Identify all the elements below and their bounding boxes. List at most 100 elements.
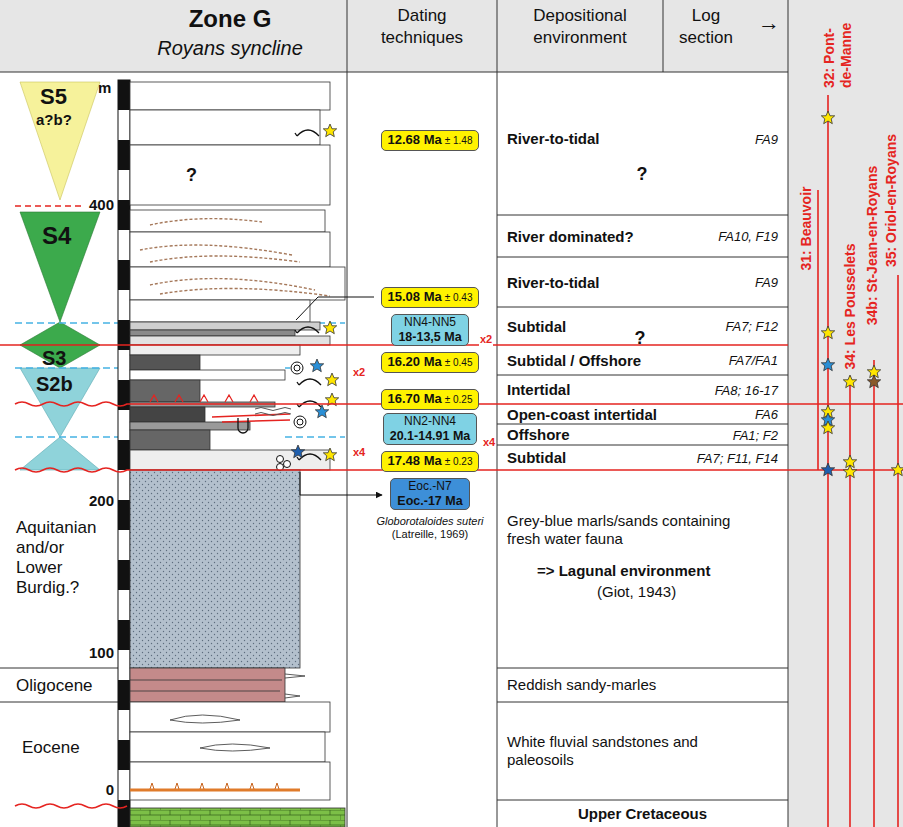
environment-name: River-to-tidal: [507, 274, 600, 291]
environment-band: Grey-blue marls/sands containing fresh w…: [497, 470, 788, 668]
environment-name: River dominated?: [507, 228, 634, 245]
uncertain-mark: ?: [637, 164, 648, 185]
environment-band: White fluvial sandstones and paleosoils: [497, 702, 788, 800]
sequence-label: a?b?: [36, 111, 72, 128]
dating-box: NN4-NN518-13,5 Ma: [391, 314, 468, 346]
environment-band: Subtidal FA7; F12: [497, 307, 788, 345]
header-subtitle: Royans syncline: [157, 37, 303, 60]
environment-name: Subtidal: [507, 449, 566, 466]
sequence-label: S3: [42, 347, 66, 370]
scale-number: 400: [89, 196, 114, 213]
environment-band: River-to-tidal FA9: [497, 257, 788, 307]
stage-label: Aquitanian and/or Lower Burdig.?: [16, 518, 108, 598]
environment-description: White fluvial sandstones and paleosoils: [507, 733, 747, 769]
box-value: 18-13,5 Ma: [398, 330, 461, 344]
dating-box: 16.20 Ma± 0.45: [381, 352, 480, 373]
environment-band: Subtidal FA7; F11, F14: [497, 445, 788, 470]
environment-band: Reddish sandy-marles: [497, 668, 788, 702]
environment-band: Subtidal / Offshore FA7/FA1: [497, 345, 788, 375]
environment-band: River-to-tidal FA9?: [497, 72, 788, 215]
facies-code: FA8; 16-17: [715, 382, 778, 397]
environment-band: Upper Cretaceous: [497, 800, 788, 827]
sample-count: x4: [352, 446, 366, 459]
column-header: Log section: [671, 5, 741, 49]
reference: (Latreille, 1969): [392, 528, 468, 541]
dating-box: 16.70 Ma± 0.25: [381, 389, 480, 410]
dating-box: NN2-NN420.1-14.91 Ma: [383, 413, 478, 445]
species-name: Globorotaloides suteri: [376, 515, 483, 528]
facies-code: FA9: [755, 275, 778, 290]
scale-bar: [118, 80, 130, 827]
box-heading: NN4-NN5: [404, 316, 456, 330]
dating-box: 15.08 Ma± 0.43: [381, 287, 480, 308]
dating-box: Eoc.-N7Eoc.-17 Ma: [390, 478, 469, 510]
environment-name: Intertidal: [507, 381, 570, 398]
facies-code: FA10, F19: [718, 229, 778, 244]
stage-label: Eocene: [22, 738, 80, 758]
environment-name: => Lagunal environment: [537, 562, 710, 579]
facies-code: FA1; F2: [733, 427, 778, 442]
surfaces: [0, 345, 903, 808]
box-heading: Eoc.-N7: [408, 480, 451, 494]
section-label: 31: Beauvoir: [797, 186, 814, 270]
log-column: [130, 82, 345, 827]
scale-number: 0: [106, 781, 114, 798]
sequence-label: S4: [42, 222, 71, 250]
box-heading: 17.48 Ma: [388, 454, 442, 469]
scale-unit: m: [98, 79, 111, 96]
column-header: Dating techniques: [362, 5, 482, 49]
section-label: 32: Pont-de-Manne: [821, 22, 855, 88]
environment-name: Open-coast intertidal: [507, 406, 657, 423]
sequence-triangles: [15, 82, 345, 470]
uncertain-mark: ?: [635, 328, 646, 349]
environment-name: Subtidal: [507, 318, 566, 335]
sequence-label: S2b: [36, 373, 73, 396]
scale-number: 200: [89, 492, 114, 509]
column-header: Depositional environment: [515, 5, 645, 49]
header-arrow: →: [758, 10, 780, 35]
uncertain-mark: ?: [186, 165, 197, 186]
facies-code: FA7; F12: [725, 319, 778, 334]
diagram-title: Zone G: [189, 5, 272, 33]
box-value: ± 0.25: [445, 394, 473, 406]
box-value: 20.1-14.91 Ma: [390, 429, 471, 443]
section-label: 34: Les Pousselets: [842, 243, 859, 369]
box-heading: 16.70 Ma: [388, 392, 442, 407]
log-marks: [150, 124, 382, 495]
box-value: ± 0.23: [445, 456, 473, 468]
facies-code: FA7/FA1: [729, 353, 778, 368]
facies-code: FA9: [755, 132, 778, 147]
environment-name: Subtidal / Offshore: [507, 352, 641, 369]
environment-name: Upper Cretaceous: [578, 805, 707, 822]
environment-band: Open-coast intertidal FA6: [497, 404, 788, 424]
environment-name: River-to-tidal: [507, 130, 600, 147]
section-lines: [818, 95, 903, 827]
box-value: ± 0.43: [445, 292, 473, 304]
box-value: Eoc.-17 Ma: [397, 494, 462, 508]
environment-description: Reddish sandy-marles: [507, 676, 656, 694]
dating-box: 12.68 Ma± 1.48: [381, 130, 480, 151]
environment-description: Grey-blue marls/sands containing fresh w…: [507, 512, 757, 548]
box-value: ± 0.45: [445, 357, 473, 369]
facies-code: FA7; F11, F14: [697, 450, 778, 465]
stage-label: Oligocene: [16, 676, 93, 696]
reference: (Giot, 1943): [597, 583, 676, 601]
environment-band: Offshore FA1; F2: [497, 424, 788, 445]
box-value: ± 1.48: [445, 135, 473, 147]
sequence-label: S5: [40, 84, 67, 109]
scale-number: 100: [89, 644, 114, 661]
sample-count: x4: [482, 436, 496, 449]
environment-name: Offshore: [507, 426, 570, 443]
sample-count: x2: [479, 333, 493, 346]
environment-band: River dominated? FA10, F19: [497, 215, 788, 257]
facies-code: FA6: [755, 407, 778, 422]
box-heading: 16.20 Ma: [388, 355, 442, 370]
section-label: 34b: St-Jean-en-Royans: [864, 165, 881, 324]
section-label: 35: Oriol-en-Royans: [884, 133, 901, 266]
box-heading: NN2-NN4: [404, 415, 456, 429]
sample-count: x2: [352, 366, 366, 379]
dating-box: 17.48 Ma± 0.23: [381, 451, 480, 472]
environment-band: Intertidal FA8; 16-17: [497, 375, 788, 404]
